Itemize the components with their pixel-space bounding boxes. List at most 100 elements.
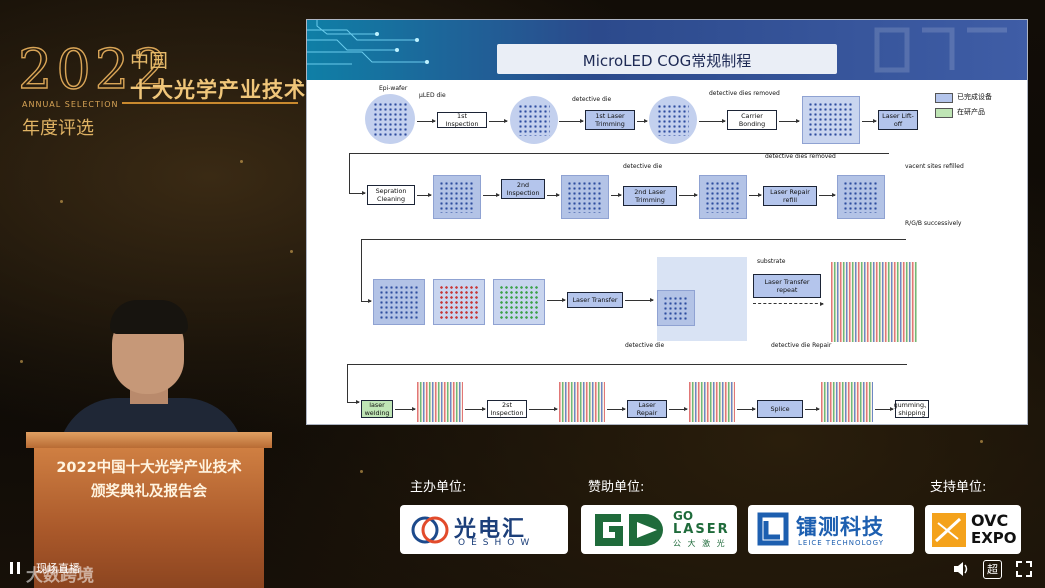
die-array-inspected — [561, 175, 609, 219]
substrate-array — [657, 290, 695, 326]
support-label: 支持单位: — [930, 480, 987, 495]
award-year: 2022 — [17, 38, 172, 101]
step-1st-inspection: 1st Inspection — [437, 112, 487, 128]
award-divider — [122, 102, 298, 104]
golaser-logo: GO LASER 公 大 激 光 — [581, 505, 737, 554]
quality-button[interactable]: 超 — [983, 560, 1002, 579]
step-gumming-shipping: gumming、shipping — [893, 400, 931, 418]
step-laser-lift-off: Laser Lift-off — [878, 110, 918, 130]
background-sparkle — [980, 440, 983, 443]
flow-arrow — [862, 119, 877, 123]
wafer-trimmed — [649, 96, 697, 144]
flow-arrow — [669, 407, 688, 411]
flow-arrow — [737, 407, 756, 411]
award-title: 十大光学产业技术 — [130, 78, 306, 102]
die-array-trimmed — [699, 175, 747, 219]
flow-arrow — [749, 193, 762, 197]
background-sparkle — [360, 470, 363, 473]
flow-arrow — [819, 193, 836, 197]
flow-arrow — [489, 119, 508, 123]
wafer-inspected — [510, 96, 558, 144]
epi-wafer — [365, 94, 415, 144]
flow-arrow — [607, 407, 626, 411]
volume-icon[interactable] — [952, 560, 970, 583]
substrate-label: substrate — [757, 258, 786, 265]
slide-header: MicroLED COG常规制程 — [307, 20, 1027, 80]
step-2st-inspection: 2st Inspection — [487, 400, 527, 418]
flow-arrow — [417, 119, 436, 123]
award-logo: 2022 中国 十大光学产业技术 ANNUAL SELECTION 年度评选 — [17, 38, 318, 140]
circuit-decoration — [307, 20, 1007, 73]
flow-connector — [349, 153, 350, 193]
red-die-array — [433, 279, 485, 325]
flow-arrow — [547, 193, 560, 197]
flow-arrow — [395, 407, 416, 411]
step-laser-transfer: Laser Transfer — [567, 292, 623, 308]
carrier-array — [802, 96, 860, 144]
step-splice: Splice — [757, 400, 803, 418]
flow-arrow — [679, 193, 698, 197]
rgb-array — [831, 262, 917, 342]
vacant-sites-label: vacent sites refilled — [905, 163, 964, 170]
golaser-mark-icon — [595, 514, 663, 546]
step-separation-cleaning: Sepration Cleaning — [367, 185, 415, 205]
podium-line-2: 颁奖典礼及报告会 — [91, 484, 207, 500]
background-sparkle — [240, 160, 243, 163]
flow-arrow — [637, 119, 648, 123]
epi-wafer-label: Epi-wafer — [379, 85, 408, 92]
presentation-slide: MicroLED COG常规制程 已完成设备 在研产品 Epi-wafer μL… — [306, 19, 1028, 425]
blue-die-array — [373, 279, 425, 325]
die-array — [433, 175, 481, 219]
slide-title: MicroLED COG常规制程 — [582, 52, 752, 70]
legend-swatch-done — [935, 93, 953, 103]
defect-label-2: detective dies removed — [709, 90, 780, 97]
legend-label-done: 已完成设备 — [957, 93, 992, 101]
flow-arrow — [347, 400, 360, 404]
rgb-note: R/G/B successively — [905, 220, 962, 227]
podium: 2022中国十大光学产业技术 颁奖典礼及报告会 — [34, 448, 264, 588]
defect-label-6: detective die Repair — [771, 342, 832, 349]
step-laser-repair: Laser Repair — [627, 400, 667, 418]
flow-arrow — [699, 119, 726, 123]
step-laser-welding: laser welding — [361, 400, 393, 418]
leice-en: LEICE TECHNOLOGY — [798, 539, 885, 547]
flow-arrow — [465, 407, 486, 411]
oeshow-cn: 光电汇 — [454, 517, 527, 542]
rgb-array — [559, 382, 605, 422]
volume-icon-glyph — [954, 562, 968, 576]
flow-arrow — [875, 407, 894, 411]
podium-top — [26, 432, 272, 448]
flow-arrow — [417, 193, 432, 197]
flow-connector — [347, 364, 348, 402]
watermark: 大数跨境 — [26, 566, 94, 586]
flow-connector — [347, 364, 907, 365]
flow-arrow — [559, 119, 584, 123]
host-label: 主办单位: — [410, 480, 467, 495]
flow-arrow — [611, 193, 622, 197]
leice-cn: 镭测科技 — [796, 515, 884, 539]
sponsor-label: 赞助单位: — [588, 480, 645, 495]
pause-icon-glyph — [10, 562, 20, 574]
pause-icon[interactable] — [8, 560, 22, 581]
flow-connector — [349, 153, 889, 154]
flow-arrow — [361, 299, 372, 303]
legend-swatch-rnd — [935, 108, 953, 118]
step-laser-transfer-repeat: Laser Transfer repeat — [753, 274, 821, 298]
rgb-array — [689, 382, 735, 422]
flow-arrow — [483, 193, 500, 197]
defect-label-3: detective die — [623, 163, 663, 170]
flow-arrow-dashed — [753, 302, 824, 306]
step-laser-repair-refill: Laser Repair refill — [763, 186, 817, 206]
step-2nd-inspection: 2nd Inspection — [501, 179, 545, 199]
ovc-mark-icon — [932, 513, 966, 547]
flow-arrow — [805, 407, 820, 411]
live-label: 现场直播 — [36, 562, 80, 575]
oeshow-logo: 光电汇 OESHOW — [400, 505, 568, 554]
fullscreen-icon[interactable] — [1015, 560, 1033, 583]
flow-arrow — [349, 191, 366, 195]
step-carrier-bonding: Carrier Bonding — [727, 110, 777, 130]
step-2nd-laser-trimming: 2nd Laser Trimming — [623, 186, 677, 206]
flow-arrow — [529, 407, 558, 411]
flow-arrow — [625, 298, 654, 302]
